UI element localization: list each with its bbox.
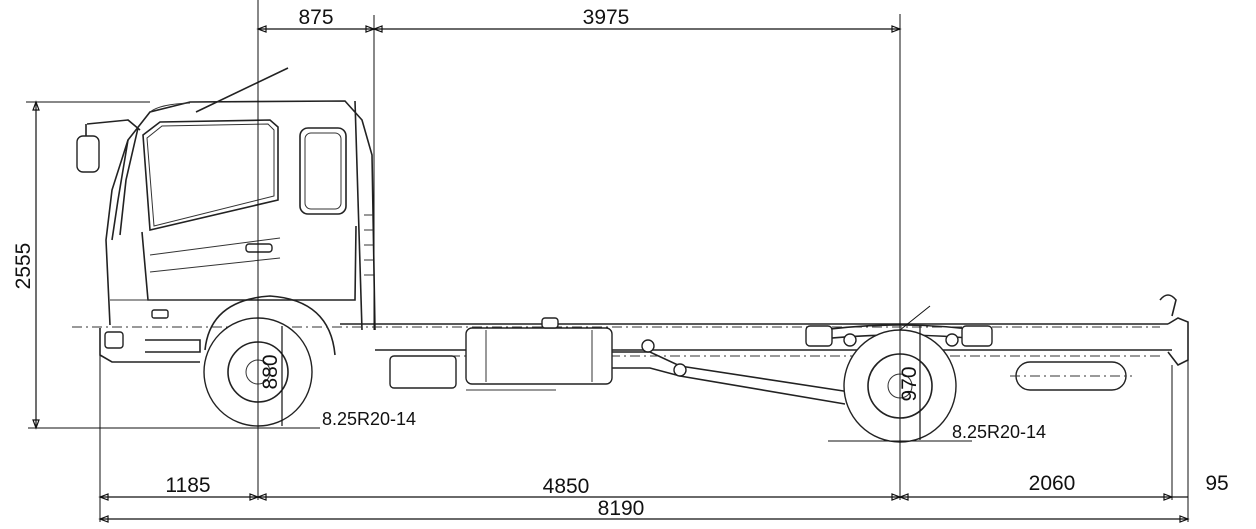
label-rear-axle-height: 970	[898, 366, 921, 401]
battery-box	[389, 355, 457, 389]
label-front-tyre: 8.25R20-14	[322, 409, 416, 429]
rear-axle-marker	[899, 305, 931, 331]
fuel-tank	[465, 317, 613, 391]
rear-suspension	[805, 324, 993, 347]
label-rear-tyre: 8.25R20-14	[952, 422, 1046, 442]
truck-cab	[76, 67, 376, 363]
drive-shaft	[612, 339, 851, 405]
dim-arrows-bottom-chain	[98, 493, 1174, 501]
label-overall-height: 2555	[12, 243, 35, 290]
spare-tire	[1010, 361, 1132, 391]
label-wheelbase: 4850	[543, 475, 590, 498]
label-front-overhang: 1185	[165, 474, 210, 497]
dim-arrows-overall-length	[98, 515, 1190, 523]
label-body-length: 3975	[583, 6, 630, 29]
dim-arrows-height	[32, 100, 40, 430]
dim-arrows-top	[256, 25, 902, 33]
label-cab-to-body: 875	[298, 6, 333, 29]
label-rear-overhang: 2060	[1029, 472, 1076, 495]
label-overall-length: 8190	[598, 497, 645, 520]
label-frame-tail: 95	[1205, 472, 1228, 495]
label-front-axle-height: 880	[259, 354, 282, 389]
